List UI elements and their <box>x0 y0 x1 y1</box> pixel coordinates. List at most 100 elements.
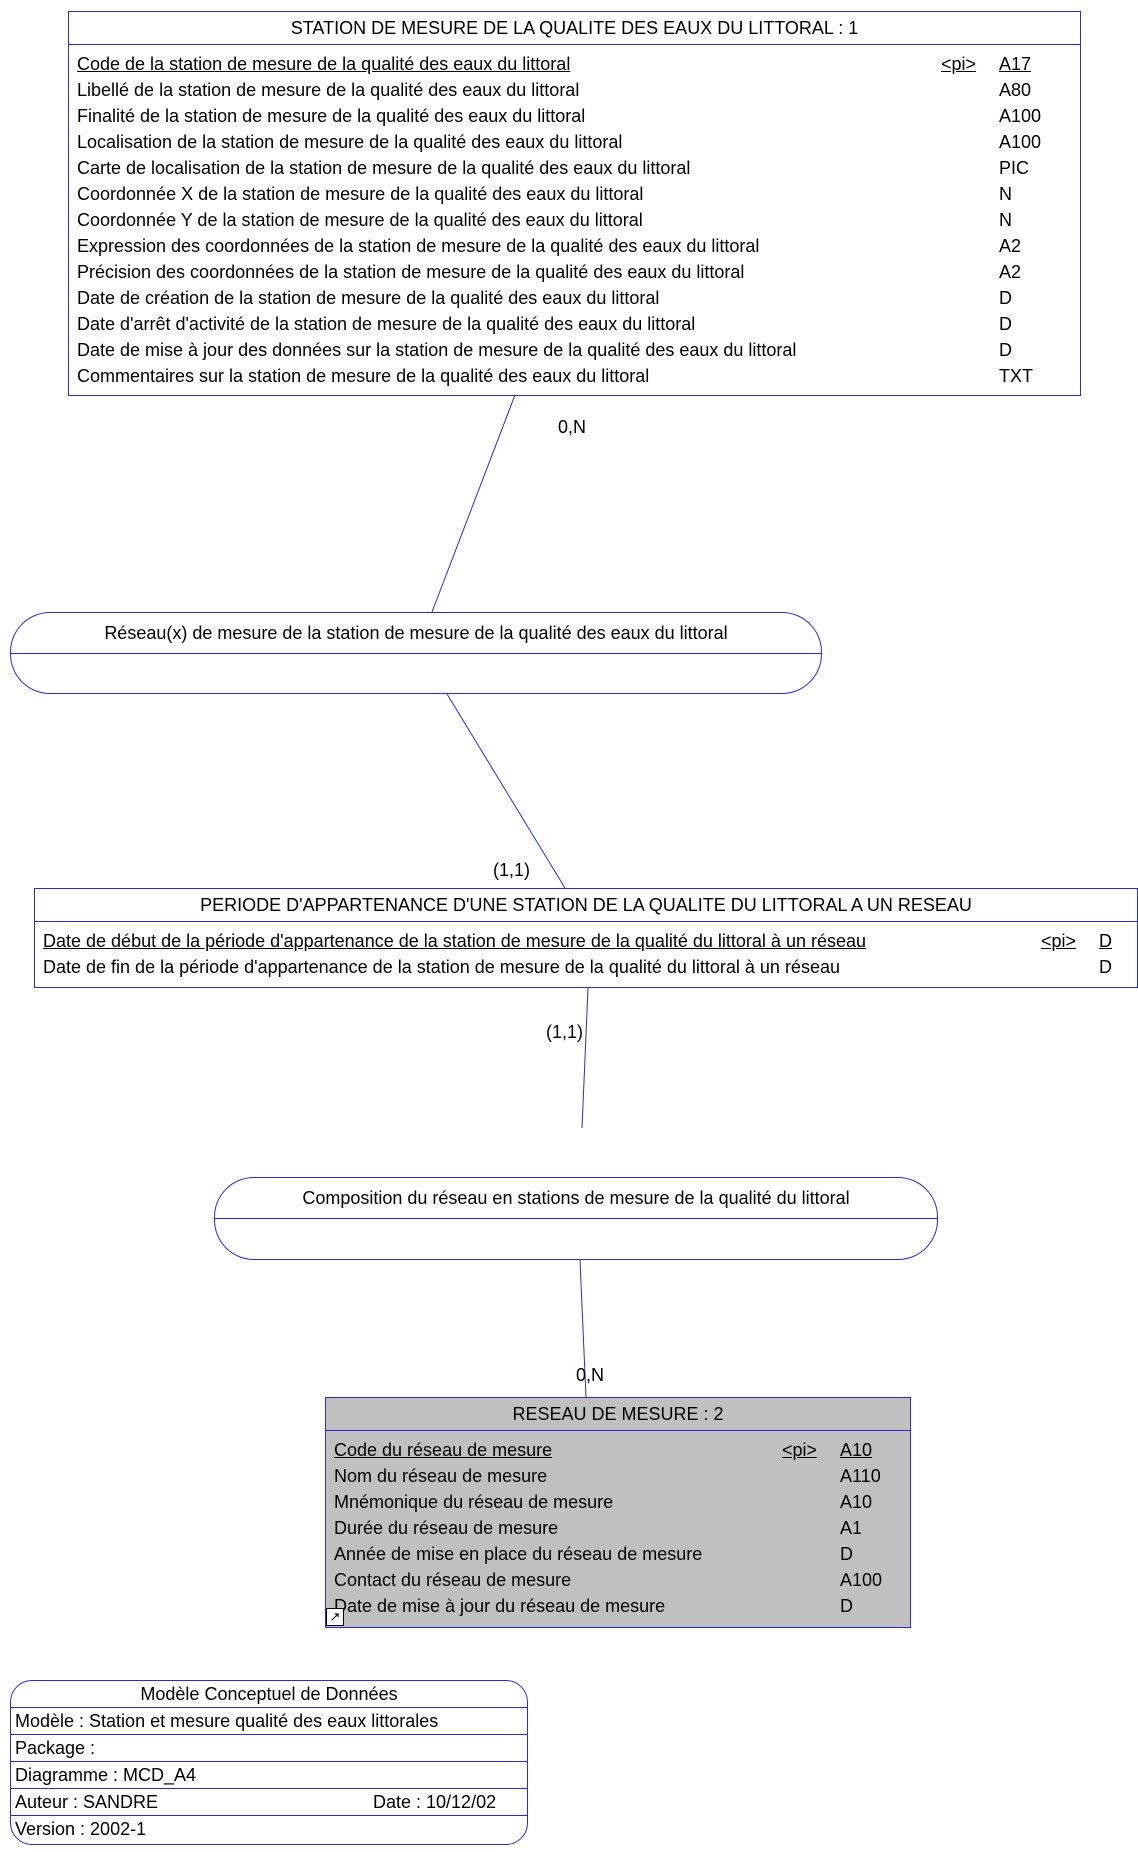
attribute-row: Coordonnée X de la station de mesure de … <box>69 181 1080 207</box>
attribute-row: Finalité de la station de mesure de la q… <box>69 103 1080 129</box>
attribute-type: A10 <box>840 1440 873 1460</box>
attribute-name: Coordonnée X de la station de mesure de … <box>77 184 644 204</box>
entity-station-attributes: Code de la station de mesure de la quali… <box>69 45 1080 389</box>
attribute-name: Nom du réseau de mesure <box>334 1466 548 1486</box>
attribute-name: Date de mise à jour des données sur la s… <box>77 340 797 360</box>
cardinality-reseaux-periode: (1,1) <box>493 860 531 880</box>
attribute-type: D <box>840 1544 853 1564</box>
attribute-type: D <box>999 288 1012 308</box>
link-composition-reseau <box>579 1259 587 1398</box>
attribute-row: Date de création de la station de mesure… <box>69 285 1080 311</box>
attribute-name: Libellé de la station de mesure de la qu… <box>77 80 580 100</box>
attribute-row: Carte de localisation de la station de m… <box>69 155 1080 181</box>
cardinality-station-reseaux: 0,N <box>558 417 587 437</box>
link-station-reseaux <box>431 394 516 613</box>
model-info-package: Package : <box>11 1735 527 1762</box>
attribute-row: Date de fin de la période d'appartenance… <box>35 954 1137 980</box>
association-composition[interactable]: Composition du réseau en stations de mes… <box>214 1177 938 1260</box>
entity-reseau-title: RESEAU DE MESURE : 2 <box>326 1398 910 1431</box>
attribute-row: Précision des coordonnées de la station … <box>69 259 1080 285</box>
primary-identifier-marker: <pi> <box>782 1440 818 1460</box>
attribute-type: N <box>999 184 1012 204</box>
attribute-type: A2 <box>999 236 1022 256</box>
attribute-name: Durée du réseau de mesure <box>334 1518 559 1538</box>
attribute-row: Libellé de la station de mesure de la qu… <box>69 77 1080 103</box>
model-info-date: Date : 10/12/02 <box>373 1792 497 1812</box>
attribute-name: Date de fin de la période d'appartenance… <box>43 957 840 977</box>
attribute-name: Code de la station de mesure de la quali… <box>77 54 571 74</box>
model-info-auteur-row: Auteur : SANDRE Date : 10/12/02 <box>11 1789 527 1816</box>
entity-periode[interactable]: PERIODE D'APPARTENANCE D'UNE STATION DE … <box>34 888 1138 988</box>
attribute-row: Durée du réseau de mesure A1 <box>326 1515 910 1541</box>
attribute-name: Expression des coordonnées de la station… <box>77 236 760 256</box>
attribute-name: Carte de localisation de la station de m… <box>77 158 691 178</box>
association-reseaux[interactable]: Réseau(x) de mesure de la station de mes… <box>10 612 822 694</box>
attribute-name: Code du réseau de mesure <box>334 1440 553 1460</box>
attribute-row: Date d'arrêt d'activité de la station de… <box>69 311 1080 337</box>
attribute-name: Date de création de la station de mesure… <box>77 288 660 308</box>
attribute-name: Contact du réseau de mesure <box>334 1570 572 1590</box>
attribute-name: Date d'arrêt d'activité de la station de… <box>77 314 696 334</box>
attribute-type: D <box>840 1596 853 1616</box>
attribute-row: Code du réseau de mesure <pi> A10 <box>326 1437 910 1463</box>
attribute-row: Date de mise à jour des données sur la s… <box>69 337 1080 363</box>
attribute-type: A2 <box>999 262 1022 282</box>
attribute-name: Date de début de la période d'appartenan… <box>43 931 867 951</box>
attribute-type: PIC <box>999 158 1030 178</box>
attribute-type: N <box>999 210 1012 230</box>
model-info-diagramme: Diagramme : MCD_A4 <box>11 1762 527 1789</box>
attribute-type: A10 <box>840 1492 873 1512</box>
attribute-type: A80 <box>999 80 1032 100</box>
model-info-box: Modèle Conceptuel de Données Modèle : St… <box>10 1680 528 1845</box>
attribute-row: Date de mise à jour du réseau de mesure … <box>326 1593 910 1619</box>
attribute-row: Expression des coordonnées de la station… <box>69 233 1080 259</box>
entity-station[interactable]: STATION DE MESURE DE LA QUALITE DES EAUX… <box>68 11 1081 396</box>
attribute-type: A100 <box>840 1570 883 1590</box>
attribute-type: D <box>999 340 1012 360</box>
model-info-title: Modèle Conceptuel de Données <box>11 1681 527 1708</box>
association-composition-title: Composition du réseau en stations de mes… <box>215 1178 937 1219</box>
attribute-type: D <box>1099 957 1112 977</box>
attribute-row: Mnémonique du réseau de mesure A10 <box>326 1489 910 1515</box>
attribute-name: Précision des coordonnées de la station … <box>77 262 745 282</box>
attribute-row: Localisation de la station de mesure de … <box>69 129 1080 155</box>
entity-periode-attributes: Date de début de la période d'appartenan… <box>35 922 1137 980</box>
attribute-name: Localisation de la station de mesure de … <box>77 132 623 152</box>
attribute-row: Coordonnée Y de la station de mesure de … <box>69 207 1080 233</box>
primary-identifier-marker: <pi> <box>941 54 977 74</box>
cardinality-composition-reseau: 0,N <box>576 1365 605 1385</box>
attribute-row: Année de mise en place du réseau de mesu… <box>326 1541 910 1567</box>
attribute-name: Année de mise en place du réseau de mesu… <box>334 1544 703 1564</box>
attribute-row: Contact du réseau de mesure A100 <box>326 1567 910 1593</box>
attribute-row: Nom du réseau de mesure A110 <box>326 1463 910 1489</box>
attribute-row: Code de la station de mesure de la quali… <box>69 51 1080 77</box>
attribute-row: Commentaires sur la station de mesure de… <box>69 363 1080 389</box>
attribute-name: Mnémonique du réseau de mesure <box>334 1492 614 1512</box>
attribute-name: Date de mise à jour du réseau de mesure <box>334 1596 666 1616</box>
attribute-type: A110 <box>840 1466 881 1486</box>
shortcut-arrow-icon[interactable]: ↗ <box>326 1608 344 1626</box>
link-reseaux-periode <box>446 693 566 889</box>
attribute-type: A100 <box>999 132 1042 152</box>
attribute-type: TXT <box>999 366 1033 386</box>
link-periode-composition <box>581 987 589 1129</box>
entity-station-title: STATION DE MESURE DE LA QUALITE DES EAUX… <box>69 12 1080 45</box>
cardinality-periode-composition: (1,1) <box>546 1022 584 1042</box>
attribute-name: Commentaires sur la station de mesure de… <box>77 366 650 386</box>
model-info-modele: Modèle : Station et mesure qualité des e… <box>11 1708 527 1735</box>
model-info-auteur: Auteur : SANDRE <box>15 1792 159 1812</box>
attribute-name: Finalité de la station de mesure de la q… <box>77 106 586 126</box>
primary-identifier-marker: <pi> <box>1041 931 1077 951</box>
attribute-type: A100 <box>999 106 1042 126</box>
model-info-version: Version : 2002-1 <box>15 1819 147 1839</box>
entity-reseau[interactable]: RESEAU DE MESURE : 2 Code du réseau de m… <box>325 1397 911 1628</box>
attribute-row: Date de début de la période d'appartenan… <box>35 928 1137 954</box>
attribute-type: D <box>1099 931 1112 951</box>
attribute-type: D <box>999 314 1012 334</box>
association-reseaux-title: Réseau(x) de mesure de la station de mes… <box>11 613 821 654</box>
entity-reseau-attributes: Code du réseau de mesure <pi> A10 Nom du… <box>326 1431 910 1619</box>
entity-periode-title: PERIODE D'APPARTENANCE D'UNE STATION DE … <box>35 889 1137 922</box>
attribute-type: A17 <box>999 54 1032 74</box>
